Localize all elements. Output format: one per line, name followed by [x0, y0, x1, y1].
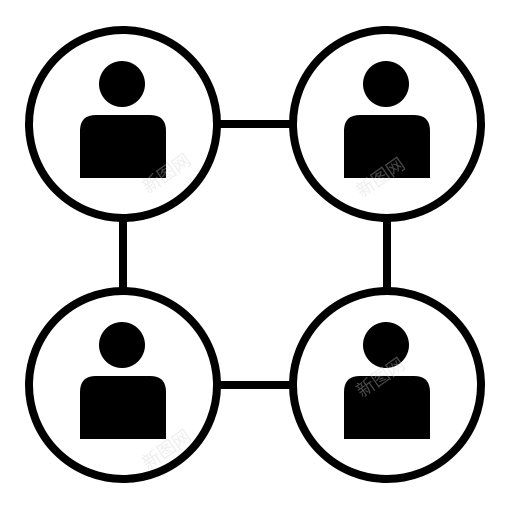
user-node-top-left: [25, 26, 221, 222]
user-node-bottom-left: [25, 287, 221, 483]
person-icon: [80, 61, 166, 178]
user-node-top-right: [289, 26, 485, 222]
person-icon: [344, 322, 430, 439]
person-icon: [344, 61, 430, 178]
user-node-bottom-right: [289, 287, 485, 483]
person-icon: [80, 322, 166, 439]
connectors: [119, 120, 391, 389]
